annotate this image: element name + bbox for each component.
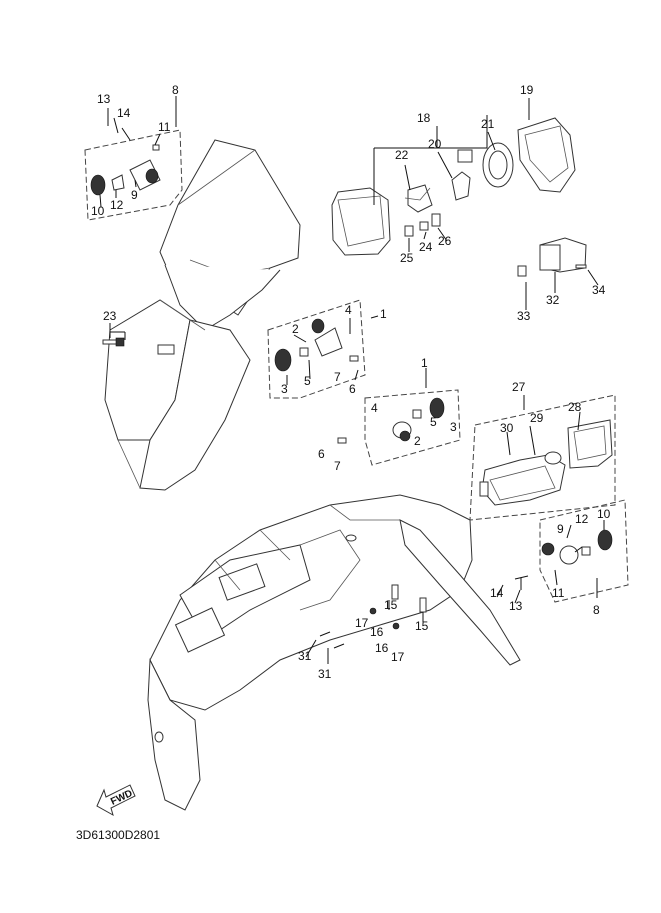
callout-32: 32 [546, 293, 560, 307]
front-cowl [104, 139, 301, 491]
callout-13: 13 [97, 92, 111, 106]
callout-14: 14 [490, 586, 504, 600]
callout-9: 9 [131, 188, 138, 202]
callouts: 8 13 14 11 9 12 10 19 18 21 20 22 24 26 … [91, 83, 611, 681]
callout-8: 8 [593, 603, 600, 617]
callout-16: 16 [375, 641, 389, 655]
callout-12: 12 [110, 198, 124, 212]
headlight [331, 117, 587, 277]
callout-8: 8 [172, 83, 179, 97]
diagram-code: 3D61300D2801 [76, 828, 160, 842]
callout-5: 5 [304, 374, 311, 388]
callout-21: 21 [481, 117, 495, 131]
callout-5: 5 [430, 415, 437, 429]
callout-29: 29 [530, 411, 544, 425]
callout-18: 18 [417, 111, 431, 125]
callout-15: 15 [415, 619, 429, 633]
callout-9: 9 [557, 522, 564, 536]
callout-11: 11 [552, 586, 565, 600]
callout-6: 6 [318, 447, 325, 461]
callout-34: 34 [592, 283, 606, 297]
callout-23: 23 [103, 309, 117, 323]
callout-4: 4 [371, 401, 378, 415]
callout-31: 31 [318, 667, 332, 681]
callout-33: 33 [517, 309, 531, 323]
callout-10: 10 [597, 507, 611, 521]
callout-28: 28 [568, 400, 582, 414]
tail-light-group-box [469, 394, 616, 521]
callout-11: 11 [158, 120, 171, 134]
callout-12: 12 [575, 512, 589, 526]
leader-lines [99, 96, 605, 664]
callout-1: 1 [421, 356, 428, 370]
fwd-arrow: FWD [96, 784, 136, 817]
callout-27: 27 [512, 380, 526, 394]
rear-fender [147, 494, 521, 811]
callout-4: 4 [345, 303, 352, 317]
callout-10: 10 [91, 204, 105, 218]
callout-26: 26 [438, 234, 452, 248]
callout-7: 7 [334, 370, 341, 384]
callout-3: 3 [450, 420, 457, 434]
turn-signal-front-left [84, 117, 183, 221]
callout-7: 7 [334, 459, 341, 473]
callout-14: 14 [117, 106, 131, 120]
fasteners [102, 108, 529, 649]
callout-24: 24 [419, 240, 433, 254]
callout-15: 15 [384, 598, 398, 612]
tail-light [479, 419, 613, 506]
callout-13: 13 [509, 599, 523, 613]
callout-1: 1 [380, 307, 387, 321]
callout-22: 22 [395, 148, 409, 162]
callout-30: 30 [500, 421, 514, 435]
callout-17: 17 [391, 650, 405, 664]
callout-6: 6 [349, 382, 356, 396]
callout-25: 25 [400, 251, 414, 265]
turn-signal-rear-left [337, 389, 461, 466]
fwd-label: FWD [109, 788, 134, 808]
turn-signal-front-right [267, 299, 366, 399]
callout-17: 17 [355, 616, 369, 630]
callout-20: 20 [428, 137, 442, 151]
callout-3: 3 [281, 382, 288, 396]
callout-2: 2 [414, 434, 421, 448]
callout-19: 19 [520, 83, 534, 97]
callout-31: 31 [298, 649, 312, 663]
turn-signal-rear-right [539, 499, 629, 603]
callout-16: 16 [370, 625, 384, 639]
callout-2: 2 [292, 322, 299, 336]
